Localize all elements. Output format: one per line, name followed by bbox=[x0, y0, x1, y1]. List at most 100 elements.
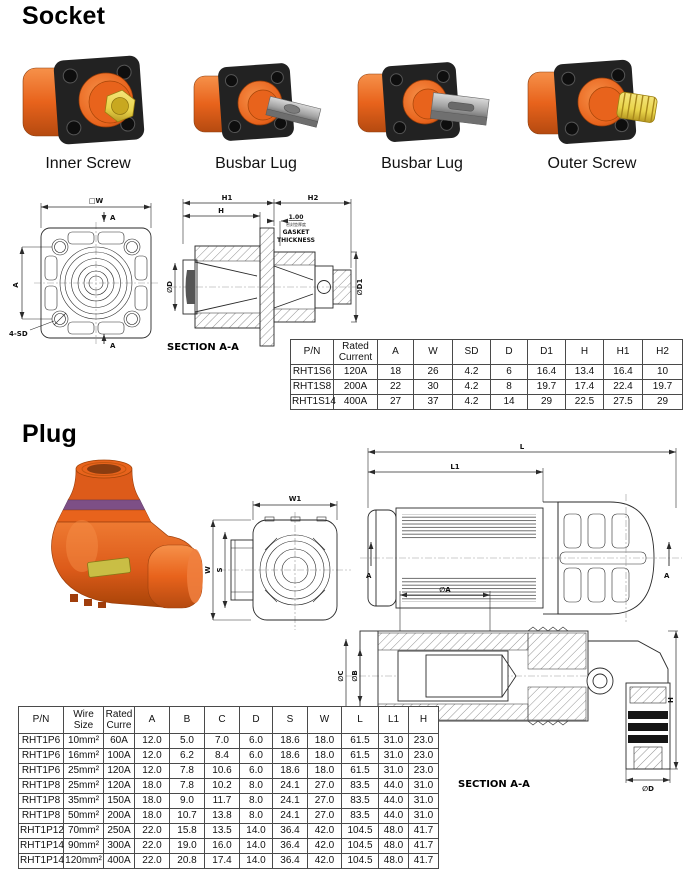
table-cell: 24.1 bbox=[272, 778, 308, 794]
dim-label-d: ∅D bbox=[166, 281, 174, 293]
gasket-note-cn: 密封垫厚度 bbox=[286, 221, 306, 227]
inner-screw-hex-nut bbox=[104, 89, 136, 123]
table-cell: 83.5 bbox=[341, 808, 379, 824]
dim-label-s: S bbox=[216, 567, 224, 572]
table-cell: 19.7 bbox=[527, 379, 566, 395]
table-cell: 27.0 bbox=[307, 808, 342, 824]
table-cell: 16mm² bbox=[63, 748, 104, 764]
table-cell: RHT1P6 bbox=[18, 748, 64, 764]
table-cell: 90mm² bbox=[63, 838, 104, 854]
seal-ring bbox=[628, 735, 668, 743]
table-cell: 8.4 bbox=[204, 748, 240, 764]
table-cell: 6.0 bbox=[239, 748, 273, 764]
table-cell: 12.0 bbox=[134, 733, 170, 749]
cut-label-a-bottom: A bbox=[110, 342, 116, 350]
table-cell: 61.5 bbox=[341, 748, 379, 764]
dim-label-dia-c: ∅C bbox=[338, 670, 345, 681]
column-header: Wire Size bbox=[63, 706, 104, 734]
table-cell: 104.5 bbox=[341, 853, 379, 869]
table-cell: 10 bbox=[642, 364, 683, 380]
dim-label-a: A bbox=[12, 282, 20, 288]
table-cell: 23.0 bbox=[408, 748, 439, 764]
table-cell: 60A bbox=[103, 733, 135, 749]
column-header: W bbox=[307, 706, 342, 734]
table-cell: 70mm² bbox=[63, 823, 104, 839]
table-cell: RHT1S14 bbox=[290, 394, 336, 410]
table-cell: 6.0 bbox=[239, 763, 273, 779]
table-cell: 48.0 bbox=[378, 853, 409, 869]
table-cell: 42.0 bbox=[307, 853, 342, 869]
table-cell: 400A bbox=[333, 394, 378, 410]
plug-side-label bbox=[87, 557, 131, 578]
column-header: P/N bbox=[290, 339, 334, 365]
table-cell: 48.0 bbox=[378, 823, 409, 839]
table-cell: 31.0 bbox=[408, 808, 439, 824]
table-cell: 6 bbox=[490, 364, 528, 380]
table-cell: 7.8 bbox=[169, 763, 205, 779]
column-header: Rated Curre bbox=[103, 706, 135, 734]
column-header: H bbox=[565, 339, 604, 365]
dim-label-h: H bbox=[667, 697, 675, 703]
table-cell: 50mm² bbox=[63, 808, 104, 824]
table-cell: 200A bbox=[103, 808, 135, 824]
table-cell: 18.0 bbox=[134, 778, 170, 794]
column-header: H1 bbox=[603, 339, 643, 365]
table-cell: 26 bbox=[413, 364, 453, 380]
dim-label-dia-b: ∅B bbox=[351, 670, 359, 681]
dim-label-l: L bbox=[520, 443, 525, 451]
table-cell: 13.4 bbox=[565, 364, 604, 380]
table-cell: 14 bbox=[490, 394, 528, 410]
column-header: D bbox=[490, 339, 528, 365]
table-cell: 13.5 bbox=[204, 823, 240, 839]
socket-product-label: Outer Screw bbox=[547, 155, 637, 172]
table-cell: 27.5 bbox=[603, 394, 643, 410]
table-cell: 9.0 bbox=[169, 793, 205, 809]
table-cell: 20.8 bbox=[169, 853, 205, 869]
socket-product-label: Busbar Lug bbox=[215, 155, 297, 172]
table-cell: 61.5 bbox=[341, 733, 379, 749]
table-cell: 104.5 bbox=[341, 823, 379, 839]
dim-label-l1: L1 bbox=[450, 463, 459, 471]
table-cell: 18.0 bbox=[134, 793, 170, 809]
column-header: W bbox=[413, 339, 453, 365]
table-cell: 17.4 bbox=[565, 379, 604, 395]
table-cell: 120A bbox=[103, 763, 135, 779]
socket-section-title: SECTION A-A bbox=[167, 342, 239, 353]
seal-ring bbox=[628, 723, 668, 731]
table-cell: RHT1P6 bbox=[18, 733, 64, 749]
table-cell: 15.8 bbox=[169, 823, 205, 839]
table-cell: 6.0 bbox=[239, 733, 273, 749]
table-cell: 16.4 bbox=[527, 364, 566, 380]
table-cell: RHT1P14 bbox=[18, 853, 64, 869]
table-cell: 42.0 bbox=[307, 838, 342, 854]
contact-clip bbox=[185, 270, 195, 304]
outer-screw-stud bbox=[616, 91, 658, 123]
table-cell: 17.4 bbox=[204, 853, 240, 869]
column-header: A bbox=[377, 339, 414, 365]
table-cell: 41.7 bbox=[408, 823, 439, 839]
table-cell: 27 bbox=[377, 394, 414, 410]
table-cell: 18.0 bbox=[307, 733, 342, 749]
plug-side-view-drawing: L L1 A A bbox=[360, 443, 682, 622]
table-cell: 25mm² bbox=[63, 763, 104, 779]
table-cell: 104.5 bbox=[341, 838, 379, 854]
table-cell: 4.2 bbox=[452, 394, 491, 410]
table-cell: 150A bbox=[103, 793, 135, 809]
dim-label-h: H bbox=[218, 207, 224, 215]
dim-label-dia-d: ∅D bbox=[642, 785, 654, 793]
table-cell: 5.0 bbox=[169, 733, 205, 749]
gasket-word-2: THICKNESS bbox=[277, 237, 315, 244]
column-header: L bbox=[341, 706, 379, 734]
column-header: D bbox=[239, 706, 273, 734]
holes-label-4sd: 4-SD bbox=[9, 330, 28, 338]
table-cell: 14.0 bbox=[239, 823, 273, 839]
column-header: H bbox=[408, 706, 439, 734]
table-cell: RHT1P12 bbox=[18, 823, 64, 839]
table-cell: 18.0 bbox=[134, 808, 170, 824]
